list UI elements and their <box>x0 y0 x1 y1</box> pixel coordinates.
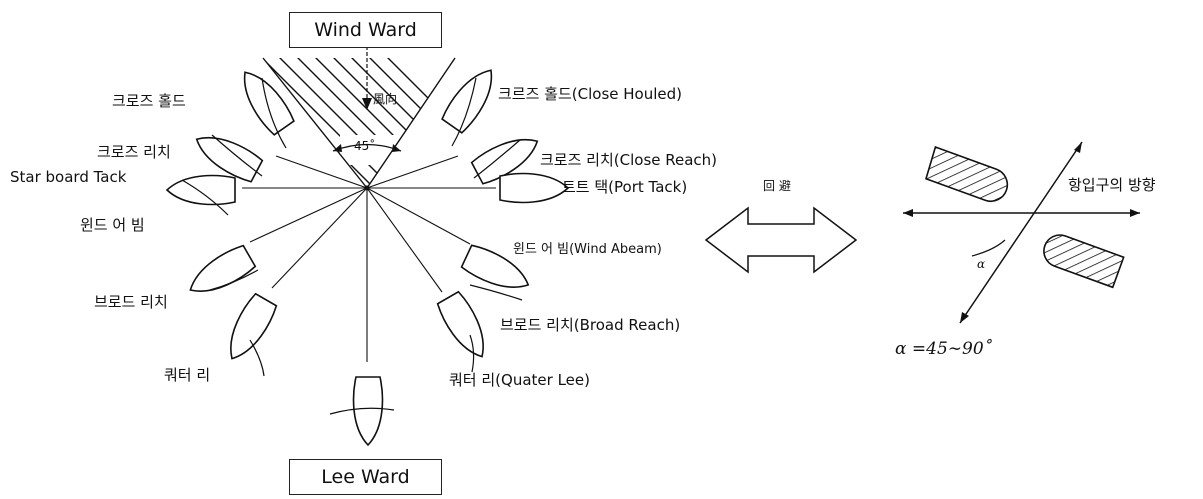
boat-broad-reach-left <box>230 292 278 360</box>
avoid-double-arrow <box>704 206 858 274</box>
boat-close-hauled-right <box>441 69 493 134</box>
angle-label-bg <box>340 135 400 165</box>
center-point <box>364 185 370 191</box>
alpha-arc <box>971 239 1006 257</box>
label-close-reach-left: 크로즈 리치 <box>97 143 171 161</box>
label-broad-reach-right: 브로드 리치(Broad Reach) <box>500 316 681 334</box>
boat-quarter-lee <box>352 376 384 447</box>
sector-edge-left <box>262 57 368 189</box>
breakwater-right <box>1043 234 1125 289</box>
boat-close-reach-right <box>470 139 539 185</box>
boat-close-reach-left <box>195 137 264 183</box>
label-quarter-lee-right: 쿼터 리(Quater Lee) <box>449 371 590 389</box>
wind-direction-label: 風向 <box>373 92 398 106</box>
label-wind-abeam-right: 윈드 어 빔(Wind Abeam) <box>513 242 662 257</box>
sail-close-hauled-left <box>261 77 287 149</box>
label-close-reach-right: 크로즈 리치(Close Reach) <box>540 151 718 169</box>
boat-broad-reach-right <box>436 290 484 358</box>
label-close-hauled-right: 크르즈 홀드(Close Houled) <box>498 85 682 103</box>
sail-close-hauled-right <box>451 77 477 147</box>
radial-lines <box>242 155 496 362</box>
boat-close-hauled-left <box>243 71 295 136</box>
label-wind-abeam-left: 윈드 어 빔 <box>80 216 145 234</box>
angle-label: 45˚ <box>354 139 376 153</box>
sector-edge-right <box>366 57 456 189</box>
boat-port-tack <box>499 172 570 204</box>
leeward-box: Lee Ward <box>289 459 442 495</box>
label-starboard-tack: Star board Tack <box>10 168 127 186</box>
boat-wind-abeam-left <box>189 244 257 292</box>
harbor-direction-label: 항입구의 방향 <box>1068 176 1156 194</box>
wind-arrowhead <box>362 98 372 110</box>
avoid-arrow-label: 回 避 <box>763 179 791 193</box>
boat-starboard-tack <box>165 174 236 206</box>
label-quarter-lee-left: 쿼터 리 <box>164 366 211 384</box>
alpha-formula-label: α =45∼90˚ <box>895 339 993 359</box>
breakwater-left <box>925 145 1009 203</box>
label-close-hauled-left: 크로즈 홀드 <box>112 92 186 110</box>
alpha-small-label: α <box>977 257 986 271</box>
label-broad-reach-left: 브로드 리치 <box>94 293 168 311</box>
boat-wind-abeam-right <box>460 244 530 288</box>
windward-box: Wind Ward <box>289 12 442 48</box>
entrance-direction-line <box>959 141 1083 324</box>
label-port-tack: 트트 택(Port Tack) <box>562 178 688 196</box>
